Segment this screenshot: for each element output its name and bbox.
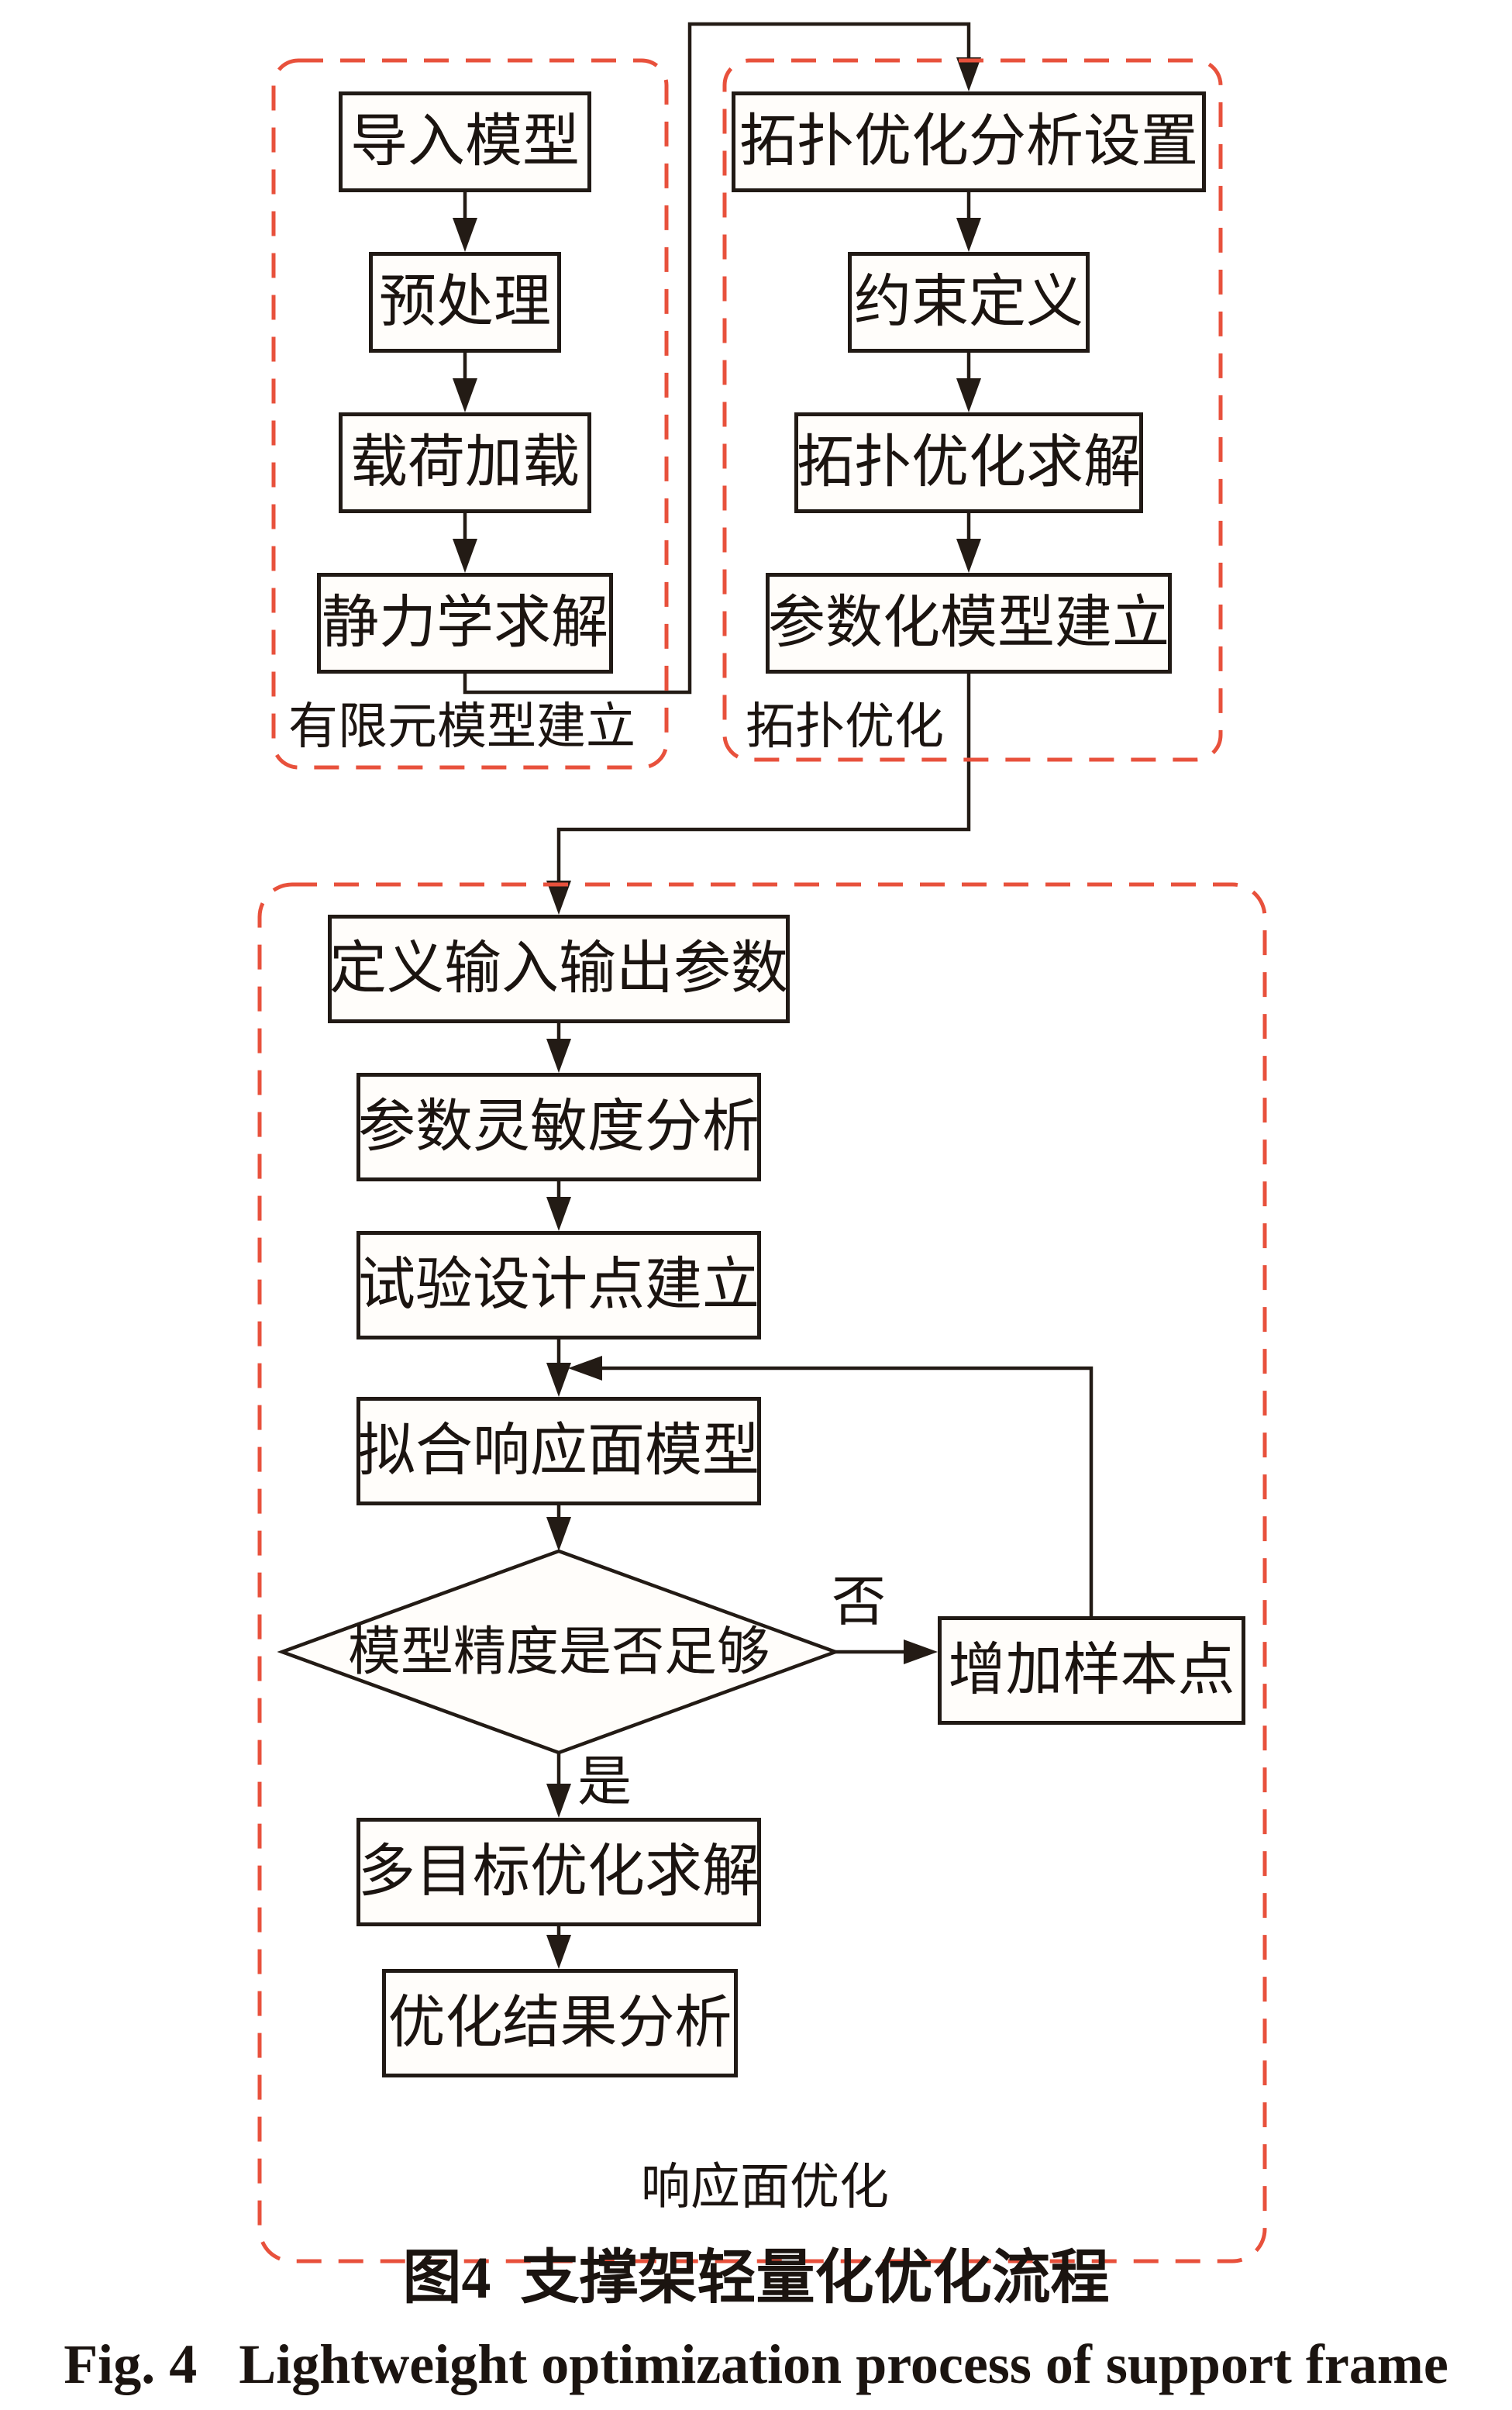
- arrowhead-right: [904, 1639, 938, 1664]
- arrowhead-down: [546, 1935, 571, 1969]
- arrowhead-down: [546, 1517, 571, 1551]
- group-label-topo: 拓扑优化: [746, 699, 944, 754]
- connector-topo-to-rsm: [556, 674, 971, 882]
- arrowhead-down: [546, 1197, 571, 1231]
- group-label-rsm: 响应面优化: [641, 2160, 889, 2215]
- box-doe-points: 试验设计点建立: [356, 1231, 761, 1339]
- group-border-topo: [722, 58, 1223, 762]
- box-preprocess: 预处理: [369, 252, 561, 353]
- box-sensitivity-analysis: 参数灵敏度分析: [356, 1073, 761, 1181]
- arrowhead-down: [956, 378, 981, 412]
- arrowhead-down: [453, 218, 477, 252]
- arrowhead-down: [546, 1363, 571, 1397]
- arrowhead-down: [546, 1039, 571, 1073]
- box-fit-response-surface: 拟合响应面模型: [356, 1397, 761, 1505]
- arrowheads: [453, 57, 981, 1969]
- box-result-analysis: 优化结果分析: [382, 1969, 738, 2077]
- box-topo-analysis-setup: 拓扑优化分析设置: [732, 91, 1206, 192]
- box-add-sample-points: 增加样本点: [938, 1616, 1245, 1725]
- box-topo-solve: 拓扑优化求解: [794, 412, 1143, 513]
- arrowhead-down: [546, 1784, 571, 1818]
- group-border-fem: [271, 58, 669, 770]
- connector-fem-to-topo: [463, 22, 971, 695]
- group-border-rsm: [257, 882, 1267, 2263]
- group-label-fem: 有限元模型建立: [288, 699, 635, 754]
- feedback-loop-line: [602, 1366, 1094, 1616]
- arrowhead-left: [568, 1356, 602, 1381]
- arrowhead-down: [453, 378, 477, 412]
- arrowhead-down: [956, 57, 981, 91]
- arrowhead-down: [546, 881, 571, 915]
- box-static-solve: 静力学求解: [317, 573, 613, 674]
- label-yes: 是: [577, 1753, 632, 1812]
- label-no: 否: [832, 1573, 886, 1633]
- arrowhead-down: [956, 539, 981, 573]
- box-constraint-define: 约束定义: [848, 252, 1090, 353]
- box-multiobjective-solve: 多目标优化求解: [356, 1818, 761, 1926]
- group-borders: [257, 58, 1267, 2263]
- box-define-io-params: 定义输入输出参数: [328, 915, 790, 1023]
- connector-lines: [277, 22, 1094, 1936]
- arrowhead-down: [453, 539, 477, 573]
- box-parametric-model: 参数化模型建立: [766, 573, 1172, 674]
- arrowhead-down: [956, 218, 981, 252]
- caption-english: Fig. 4 Lightweight optimization process …: [64, 2332, 1448, 2395]
- caption-chinese: 图4 支撑架轻量化优化流程: [402, 2246, 1110, 2311]
- box-import-model: 导入模型: [339, 91, 591, 192]
- decision-model-accuracy: 模型精度是否足够: [347, 1622, 770, 1681]
- box-load-apply: 载荷加载: [339, 412, 591, 513]
